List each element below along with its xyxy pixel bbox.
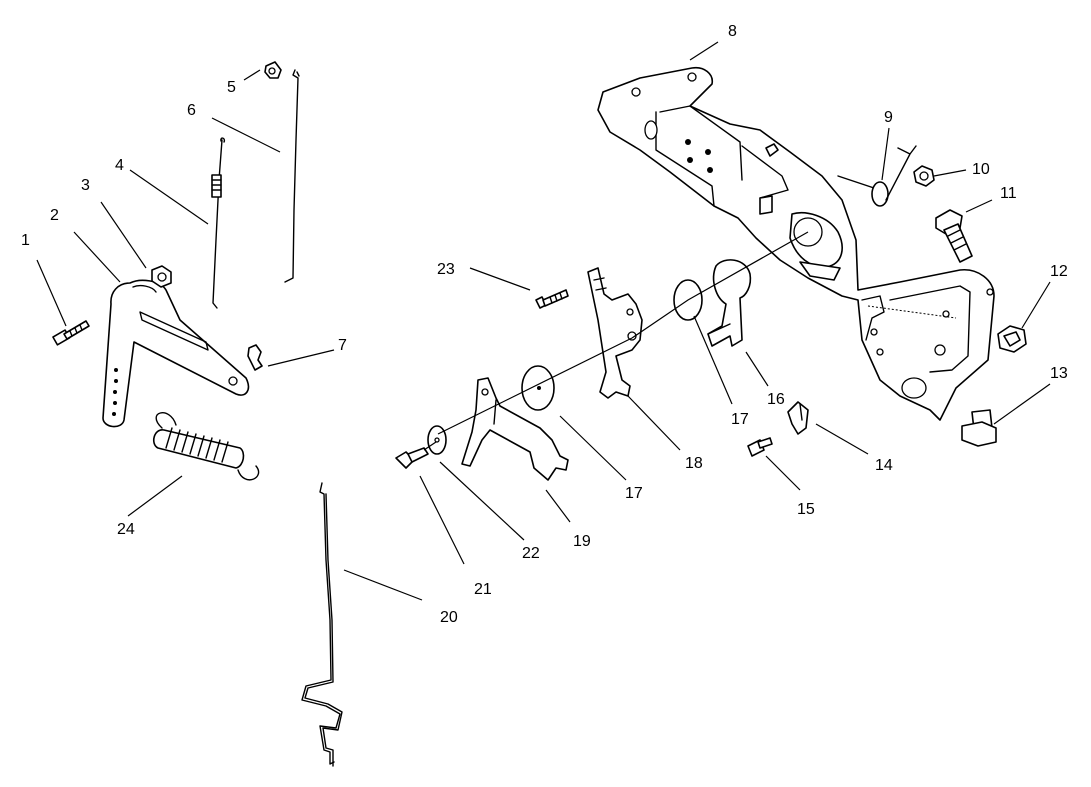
callout-4: 4 [115,157,124,174]
callout-20: 20 [440,609,458,626]
callout-3: 3 [81,177,90,194]
callout-16: 16 [767,391,785,408]
callout-15: 15 [797,501,815,518]
part-2-throttle-lever [102,279,250,428]
part-20-link-rod [301,482,343,767]
callout-17-upper: 17 [731,411,749,428]
part-3-nut [151,265,172,288]
part-9-pin [837,145,917,207]
callout-8: 8 [728,23,737,40]
callout-21: 21 [474,581,492,598]
callout-6: 6 [187,102,196,119]
part-11-bolt [935,209,973,263]
callout-23: 23 [437,261,455,278]
part-10-nut [913,165,935,187]
callout-2: 2 [50,207,59,224]
leader-lines [36,41,1051,601]
callout-18: 18 [685,455,703,472]
part-6-rod [284,69,300,283]
part-4-spring-rod [211,137,226,309]
part-24-spring [152,412,260,481]
part-17-washer-lower [521,365,555,411]
callout-labels: 1 2 3 4 5 6 7 8 9 10 11 12 13 14 15 16 1… [21,23,1068,626]
part-21-screw [395,447,429,469]
callout-7: 7 [338,337,347,354]
callout-9: 9 [884,109,893,126]
callout-24: 24 [117,521,135,538]
part-16-plate [707,259,752,347]
part-15-screw [747,437,773,457]
part-8-main-bracket [597,66,995,421]
callout-13: 13 [1050,365,1068,382]
callout-5: 5 [227,79,236,96]
part-7-spring-clip [247,344,263,371]
callout-11: 11 [1000,185,1017,202]
part-13-bolt [961,409,997,447]
callout-12: 12 [1050,263,1068,280]
callout-10: 10 [972,161,990,178]
part-18-arm [587,267,643,399]
part-5-clip [264,61,282,79]
callout-22: 22 [522,545,540,562]
callout-14: 14 [875,457,893,474]
part-22-washer [427,425,447,455]
part-1-screw [52,320,90,346]
callout-17-lower: 17 [625,485,643,502]
part-19-plate [461,377,569,481]
part-23-screw [535,289,569,309]
part-14-clip [787,401,809,435]
part-12-nut [997,325,1027,353]
callout-1: 1 [21,232,30,249]
assembly-axis-lines [423,231,809,451]
callout-19: 19 [573,533,591,550]
